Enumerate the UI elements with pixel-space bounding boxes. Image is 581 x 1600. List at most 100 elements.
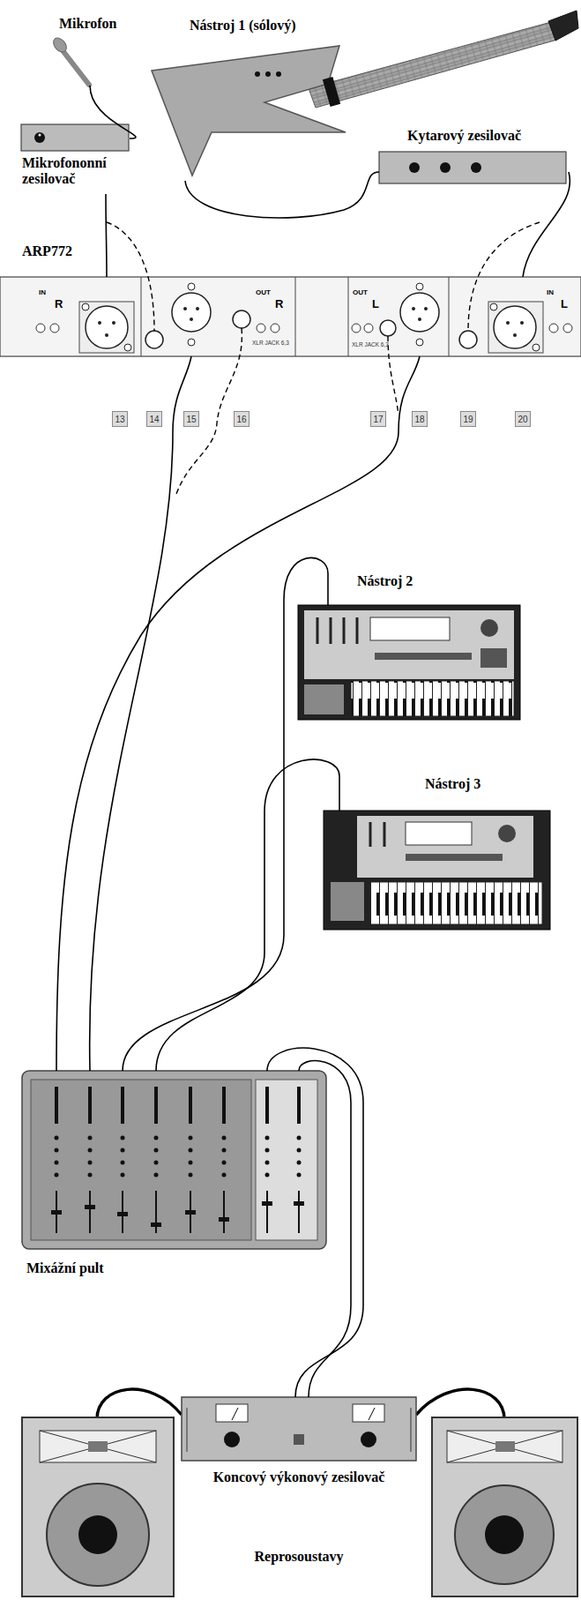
loudspeaker (88, 1440, 108, 1452)
mixer-control (120, 1086, 125, 1124)
loudspeaker (484, 1514, 524, 1554)
callout-number: 19 (460, 410, 477, 427)
mixer-control (188, 1172, 194, 1177)
alternate-cable (387, 335, 399, 415)
callout-number: 14 (146, 410, 163, 427)
channel-label: R (275, 297, 284, 310)
mixer-control (88, 1160, 93, 1165)
synthesizer (323, 775, 551, 930)
synthesizer (297, 573, 521, 720)
mixer-control (265, 1086, 269, 1124)
cable (89, 356, 192, 1071)
mixing-desk (30, 1079, 252, 1240)
power-amplifier (223, 1430, 240, 1447)
cable (267, 1047, 364, 1397)
node-label: Kytarový zesilovač (407, 127, 522, 144)
mixing-desk (22, 1070, 327, 1249)
channel-label: R (54, 297, 63, 310)
mixer-control (54, 1172, 60, 1177)
connector-type: XLR JACK 6,3 (351, 342, 389, 349)
guitar (254, 71, 261, 77)
guitar (322, 76, 341, 107)
mixer-control (120, 1147, 126, 1153)
guitar-amp-node: Kytarový zesilovač (379, 127, 569, 186)
arp-panel (79, 301, 135, 353)
cable (298, 1060, 351, 1397)
mixer-control (265, 1160, 270, 1165)
power-amplifier (216, 1403, 248, 1422)
arp-panel (493, 305, 537, 349)
loudspeaker (39, 1430, 157, 1462)
synthesizer (498, 824, 516, 842)
synthesizer (350, 680, 514, 716)
arp-panel (171, 292, 211, 332)
synthesizer (480, 618, 499, 637)
loudspeaker (432, 1416, 578, 1596)
synthesizer (304, 684, 344, 715)
mixer-control (88, 1086, 92, 1124)
microphone-node: Mikrofon (48, 13, 146, 93)
synthesizer (304, 610, 514, 679)
synthesizer (338, 775, 341, 812)
guitar (275, 71, 282, 77)
loudspeaker (454, 1484, 554, 1584)
mixer-control (297, 1172, 302, 1177)
arp-panel (416, 338, 424, 346)
arp-panel (141, 276, 142, 357)
guitar-amplifier (379, 151, 567, 184)
loudspeaker (22, 1416, 174, 1596)
power-amplifier (293, 1433, 305, 1445)
synthesizer (297, 604, 521, 720)
guitar (308, 22, 558, 108)
power-amplifier (368, 1407, 375, 1420)
mixer-control (54, 1086, 59, 1124)
synthesizer (370, 617, 450, 641)
arp-panel (351, 323, 361, 333)
power-amplifier (409, 1407, 412, 1452)
loudspeaker (39, 1430, 157, 1462)
synthesizer (480, 648, 507, 668)
arp-panel (348, 276, 350, 357)
mixer-control (222, 1147, 227, 1153)
cable (56, 356, 420, 1071)
port-label: OUT (352, 289, 368, 297)
arp-panel (0, 276, 581, 357)
arp-panel (520, 320, 524, 325)
arp-panel (506, 320, 510, 325)
mixer-control (89, 1190, 91, 1233)
node-label: Mikrofon (59, 15, 117, 32)
loudspeaker (432, 1416, 578, 1596)
loudspeaker (446, 1430, 563, 1462)
guitar (151, 10, 579, 176)
mixer-control (51, 1086, 305, 1233)
mic-amplifier (38, 134, 42, 137)
arp-panel (36, 323, 45, 333)
loudspeaker (39, 1430, 157, 1462)
cable (298, 1060, 351, 1397)
mixer-control (265, 1135, 270, 1140)
mixer-control (222, 1160, 227, 1165)
synthesizer (342, 617, 346, 644)
synthesizer (405, 821, 472, 845)
loudspeaker (446, 1430, 563, 1462)
power-amplifier (352, 1403, 385, 1422)
synthesizer (374, 652, 472, 660)
arp-panel (416, 283, 424, 291)
arp-panel (563, 323, 573, 333)
guitar (265, 71, 271, 77)
synthesizer (330, 881, 365, 921)
cable (122, 557, 328, 1071)
port-label: OUT (255, 289, 271, 297)
arp-panel (145, 330, 164, 349)
synthesizer (383, 821, 387, 847)
mixer-control (297, 1086, 301, 1124)
mixer-control (188, 1160, 194, 1165)
mixer-control (222, 1172, 227, 1177)
arp-panel (513, 333, 517, 337)
guitar-node: Nástroj 1 (sólový) (145, 13, 578, 181)
cable (185, 171, 380, 218)
loudspeaker (46, 1482, 149, 1586)
alternate-cable (106, 222, 540, 494)
mixer-control (54, 1147, 60, 1153)
node-label: Nástroj 2 (357, 573, 413, 589)
